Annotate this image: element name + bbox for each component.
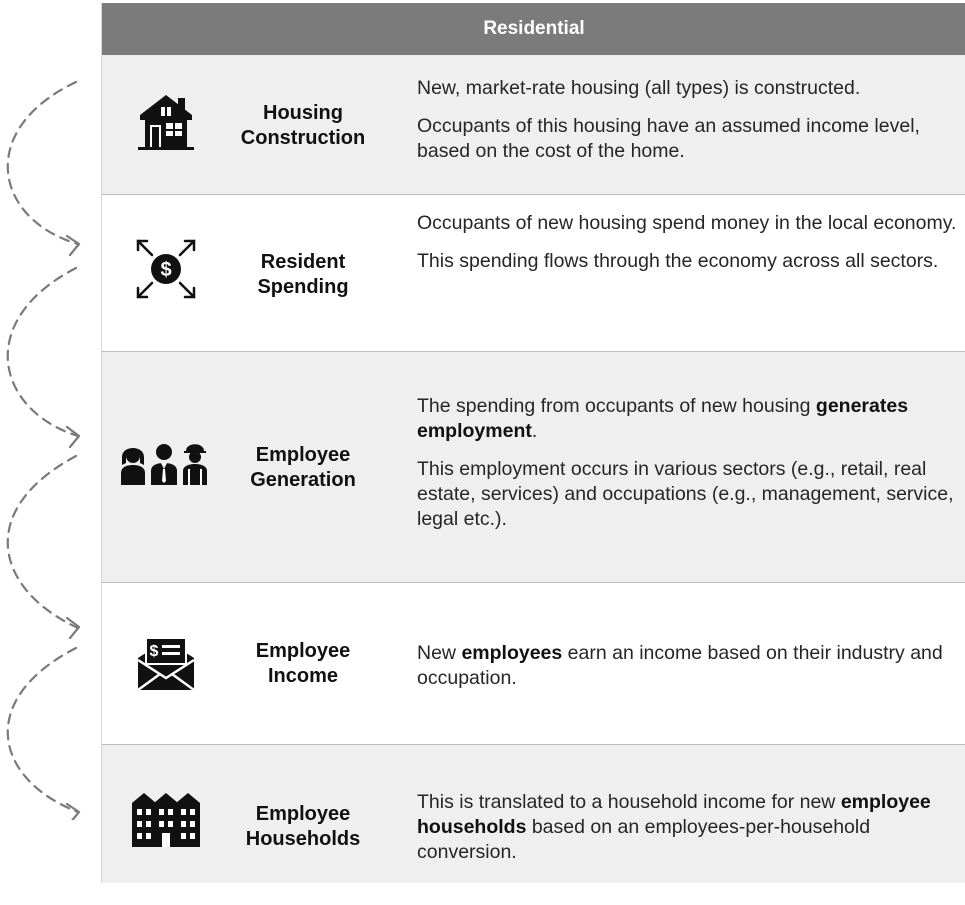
arrowhead-3 <box>65 616 81 640</box>
workers-icon <box>116 427 216 499</box>
row-label: Employee Income <box>255 640 351 687</box>
dollar-expand-icon: $ <box>130 233 202 305</box>
arrowhead-2 <box>65 425 81 449</box>
row-employee-generation: Employee Generation The spending from oc… <box>102 352 965 583</box>
row-employee-income: $ Employee Income New employees earn an … <box>102 583 965 745</box>
arrowhead-4 <box>65 802 81 820</box>
row-description: This is translated to a household income… <box>417 791 931 863</box>
residential-table: Residential Housing Construction New, ma… <box>101 3 965 883</box>
row-label: Housing Construction <box>240 102 366 149</box>
arrowhead-1 <box>65 234 81 257</box>
svg-text:$: $ <box>150 643 159 660</box>
row-resident-spending: $ Resident Spending Occupants of new hou… <box>102 195 965 352</box>
table-header: Residential <box>102 3 965 55</box>
money-envelope-icon: $ <box>130 627 202 699</box>
row-description: New employees earn an income based on th… <box>417 642 943 689</box>
row-housing-construction: Housing Construction New, market-rate ho… <box>102 55 965 195</box>
flow-arrow-1 <box>6 80 80 246</box>
house-icon <box>130 85 202 157</box>
row-label: Employee Households <box>245 803 361 850</box>
header-title: Residential <box>483 18 585 39</box>
flow-arrow-3 <box>6 454 80 630</box>
flow-arrows <box>6 80 81 820</box>
row-label: Resident Spending <box>257 251 349 298</box>
row-description: The spending from occupants of new housi… <box>417 395 954 530</box>
row-employee-households: Employee Households This is translated t… <box>102 745 965 883</box>
flow-arrow-4 <box>6 646 80 814</box>
svg-text:$: $ <box>160 259 171 281</box>
row-description: New, market-rate housing (all types) is … <box>417 77 920 162</box>
flow-arrow-2 <box>6 266 80 438</box>
buildings-icon <box>130 781 202 853</box>
row-label: Employee Generation <box>250 444 356 491</box>
row-description: Occupants of new housing spend money in … <box>417 212 957 272</box>
